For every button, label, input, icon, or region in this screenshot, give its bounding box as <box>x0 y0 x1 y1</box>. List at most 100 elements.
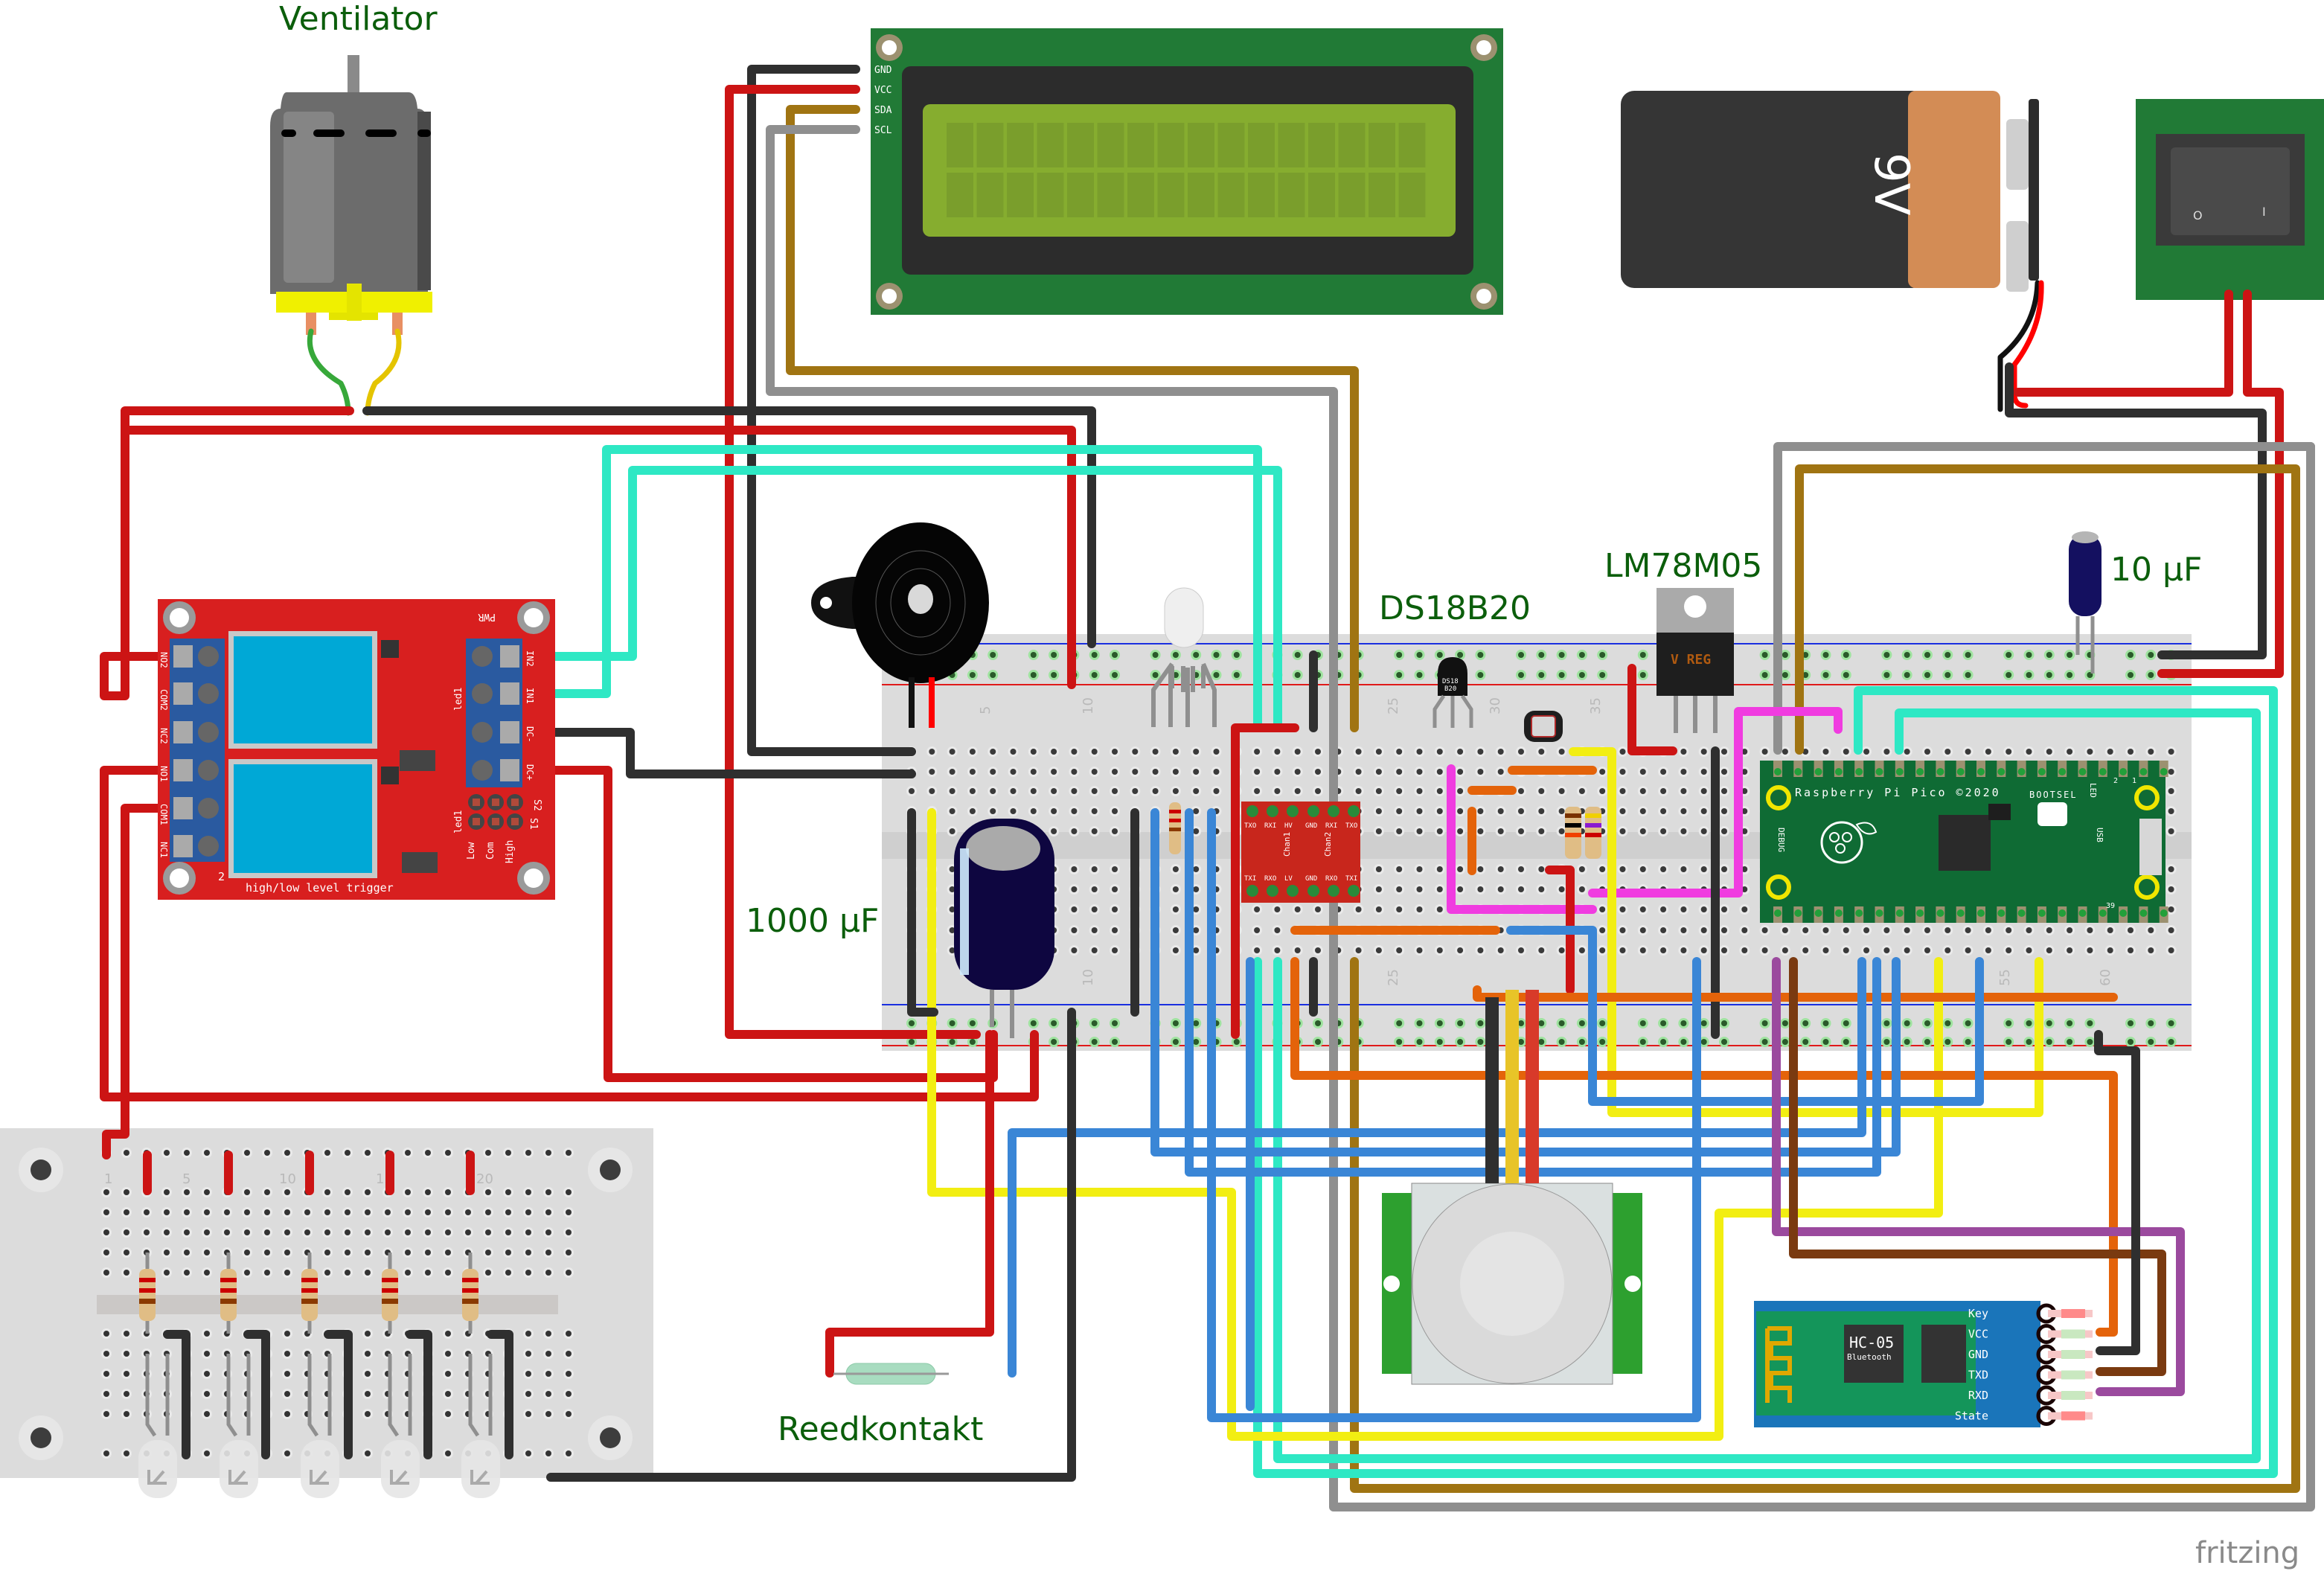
wire-blue-reed[interactable] <box>1008 957 1866 1378</box>
wire-relay-no1[interactable] <box>100 766 1039 1101</box>
breadboard-hole <box>1802 927 1809 933</box>
temperature-sensor-ds18b20[interactable]: DS18 B20 DS18B20 <box>1379 589 1531 728</box>
resistor[interactable] <box>1169 802 1181 854</box>
capacitor-10uf[interactable]: 10 µF <box>2069 531 2202 674</box>
relay-module[interactable]: high/low level trigger 2 PWR led1 led1 L… <box>158 599 555 900</box>
wire-black-leds[interactable] <box>546 1008 1076 1482</box>
breadboard-hole <box>1010 788 1017 794</box>
rail-hole <box>1843 672 1849 678</box>
wire-relay-in1[interactable] <box>520 445 1262 732</box>
wire-sbb-red-jumpers[interactable] <box>143 1151 475 1195</box>
reed-switch[interactable]: Reedkontakt <box>778 1363 983 1448</box>
breadboard-hole <box>284 1250 290 1255</box>
raspberry-logo-icon <box>1820 821 1878 864</box>
wire-blue-3[interactable] <box>1207 808 1701 1422</box>
wire-reg-in[interactable] <box>1627 664 1677 755</box>
rail-hole <box>1294 652 1301 658</box>
wire-relay-no2[interactable] <box>100 426 185 700</box>
breadboard-hole <box>1700 769 1707 775</box>
breadboard-hole <box>284 1371 290 1377</box>
wire-relay-dcminus[interactable] <box>520 728 916 778</box>
wire-purple-rxd[interactable] <box>1772 957 2185 1396</box>
wire-pico-scl[interactable] <box>1773 442 2315 755</box>
wire-black-cap[interactable] <box>907 808 938 1017</box>
breadboard-hole <box>1944 749 1951 755</box>
breadboard-hole <box>264 1250 270 1255</box>
wire-magenta-ds[interactable] <box>1447 764 1597 914</box>
lcd-cell <box>947 173 973 217</box>
raspberry-pi-pico[interactable]: Raspberry Pi Pico ©2020 BOOTSEL DEBUG US… <box>1760 761 2168 923</box>
wire-yellow-buzzer[interactable] <box>927 808 1943 1441</box>
wire-pico-i2c-b[interactable] <box>1273 708 2261 1463</box>
breadboard-hole <box>1030 808 1037 814</box>
rail-hole <box>1436 1020 1443 1026</box>
breadboard-hole <box>1660 906 1667 912</box>
rail-hole <box>2067 652 2073 658</box>
breadboard-hole <box>545 1270 551 1276</box>
wire-lcd-vcc[interactable] <box>725 85 981 1039</box>
wire-yellow-ldr[interactable] <box>1569 747 2043 1117</box>
breadboard-hole <box>204 1391 210 1397</box>
rgb-led[interactable] <box>1151 587 1217 727</box>
wire-orange-mid[interactable] <box>1473 985 2118 1002</box>
pico-pin <box>2037 909 2046 917</box>
capacitor-1000uf[interactable]: 1000 µF <box>746 819 1054 1038</box>
voltage-regulator-lm78m05[interactable]: V REG LM78M05 <box>1604 547 1762 733</box>
rail-hole <box>1172 652 1179 658</box>
wire-relay-com1[interactable] <box>102 804 185 1159</box>
wire-pico-i2c-a[interactable] <box>1253 686 2278 1478</box>
wire-blue-4[interactable] <box>1506 926 1984 1106</box>
resistor[interactable] <box>1585 807 1601 859</box>
resistor[interactable] <box>1565 807 1581 859</box>
pir-motion-sensor[interactable] <box>1382 990 1642 1385</box>
breadboard-hole <box>545 1450 551 1456</box>
led-resistors <box>139 1253 478 1334</box>
wire-battery-gnd[interactable] <box>2005 362 2267 659</box>
rail-hole <box>1436 652 1443 658</box>
power-switch[interactable]: O I <box>2136 99 2324 300</box>
piezo-buzzer[interactable] <box>811 522 1021 728</box>
pico-bootsel-label: BOOTSEL <box>2029 790 2078 800</box>
wire-orange-bt-vcc[interactable] <box>1290 957 2118 1337</box>
wire-fan-gnd[interactable] <box>362 406 1096 648</box>
rail-hole <box>1680 1039 1687 1045</box>
wire-red-short[interactable] <box>1545 866 1575 994</box>
breadboard-hole <box>949 788 955 794</box>
breadboard-hole <box>445 1411 451 1417</box>
wire-lcd-sda[interactable] <box>786 105 1359 732</box>
wire-pico-sda[interactable] <box>1350 464 2300 1493</box>
breadboard-hole <box>1578 947 1585 953</box>
breadboard-hole <box>124 1371 129 1377</box>
bootsel-button[interactable] <box>2037 802 2067 826</box>
breadboard-hole <box>1091 808 1098 814</box>
pico-pin <box>1834 768 1843 775</box>
lcd-cell <box>1097 123 1124 167</box>
wire-magenta-mid[interactable] <box>1588 786 1743 898</box>
rail-hole <box>1518 1039 1524 1045</box>
wire-relay-in2[interactable] <box>520 466 1282 732</box>
rail-hole <box>1396 1020 1403 1026</box>
photoresistor[interactable] <box>1524 711 1563 742</box>
breadboard-hole <box>485 1229 491 1235</box>
wire-switch[interactable] <box>2014 289 2284 678</box>
rail-hole <box>1030 672 1037 678</box>
wire-red-ls[interactable] <box>1231 723 1299 1039</box>
lcd-cell <box>1127 173 1154 217</box>
battery-9v[interactable]: 9V <box>1621 91 2044 412</box>
wire-lcd-scl[interactable] <box>766 125 2315 1511</box>
rail-hole <box>1112 652 1118 658</box>
breadboard-hole <box>1721 906 1727 912</box>
wire-brown-txd[interactable] <box>1789 957 2166 1376</box>
rail-hole <box>1924 1039 1930 1045</box>
relay-terminal-label: COM1 <box>159 804 169 825</box>
wire-red-reed[interactable] <box>825 1030 994 1378</box>
wire-black-bt-gnd[interactable] <box>2094 1030 2140 1355</box>
breadboard-hole <box>1477 866 1484 872</box>
wire-magenta-top[interactable] <box>1734 707 1843 795</box>
breadboard-hole <box>2168 866 2174 872</box>
fan-motor[interactable]: Ventilator <box>270 0 438 416</box>
lcd-display[interactable]: GND VCC SDA SCL <box>871 28 1503 315</box>
wire-sbb-black-jumpers[interactable] <box>163 1330 513 1459</box>
